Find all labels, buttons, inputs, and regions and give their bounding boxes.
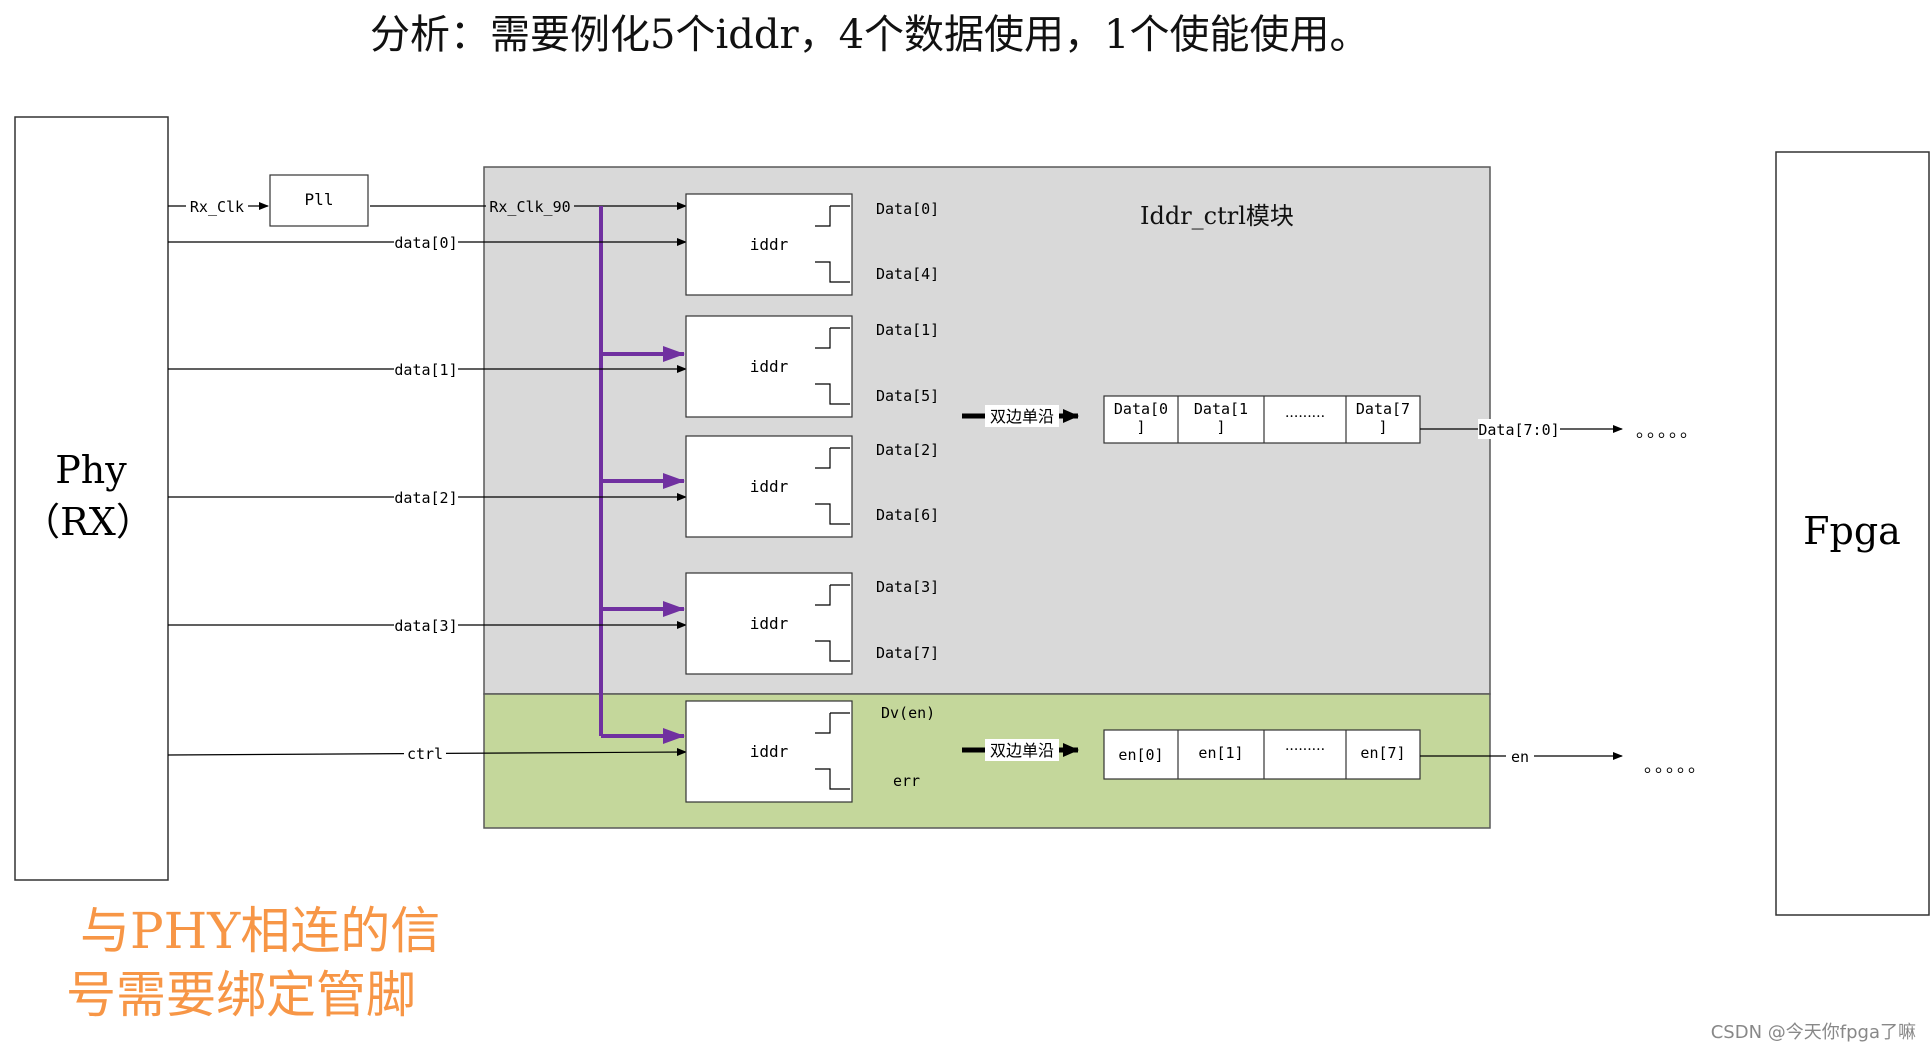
iddr-output-bottom: err [893,772,920,790]
iddr-label: iddr [750,235,789,254]
module-title: Iddr_ctrl模块 [1140,202,1294,230]
en-register [1103,729,1421,780]
pll-label: Pll [305,190,334,209]
page-title: 分析：需要例化5个iddr，4个数据使用，1个使能使用。 [370,12,1369,58]
iddr-output-bottom: Data[5] [876,387,939,405]
input-label-data2: data[2] [394,489,457,507]
en-register-cell-dots: ········· [1285,742,1325,758]
phy-label: Phy [55,448,127,492]
iddr-label: iddr [750,742,789,761]
cell-line: ] [1216,418,1225,436]
input-label-data1: data[1] [394,361,457,379]
iddr-output-top: Data[2] [876,441,939,459]
iddr-output-bottom: Data[7] [876,644,939,662]
rx-clk-90-label: Rx_Clk_90 [489,198,570,216]
pll-block [269,174,369,227]
iddr-output-top: Data[3] [876,578,939,596]
note-line-2: 号需要绑定管脚 [66,966,416,1024]
data-output-ellipsis: 。。。。。 [1636,421,1700,442]
en-output-label: en [1511,748,1529,766]
en-register-cell-0: en[0] [1118,746,1163,764]
input-label-data3: data[3] [394,617,457,635]
iddr-block-1: iddr [685,315,853,418]
en-output-ellipsis: 。。。。。 [1644,756,1708,777]
iddr-label: iddr [750,614,789,633]
iddr-output-top: Dv(en) [881,704,935,722]
fpga-label: Fpga [1803,509,1901,553]
iddr-output-top: Data[0] [876,200,939,218]
iddr-block-3: iddr [685,572,853,675]
iddr-label: iddr [750,357,789,376]
iddr-output-bottom: Data[6] [876,506,939,524]
data-register-cell-0: Data[0] [1114,400,1168,436]
cell-line: ] [1136,418,1145,436]
phy-block [14,116,169,881]
data-register-cell-7: Data[7] [1356,400,1410,436]
cell-line: Data[7 [1356,400,1410,418]
en-conversion-label: 双边单沿 [990,741,1054,760]
phy-rx-label: （RX） [22,500,154,544]
data-register [1103,395,1421,444]
iddr-block-2: iddr [685,435,853,538]
cell-line: Data[1 [1194,400,1248,418]
data-register-cell-1: Data[1] [1194,400,1248,436]
input-label-ctrl: ctrl [407,745,443,763]
csdn-watermark: CSDN @今天你fpga了嘛 [1711,1022,1916,1043]
cell-line: Data[0 [1114,400,1168,418]
iddr-output-top: Data[1] [876,321,939,339]
iddr-block-0: iddr [685,193,853,296]
rx-clk-label: Rx_Clk [190,198,244,216]
fpga-block [1775,151,1930,916]
input-label-data0: data[0] [394,234,457,252]
iddr-block-4: iddr [685,700,853,803]
en-register-cell-7: en[7] [1360,744,1405,762]
data-conversion-label: 双边单沿 [990,407,1054,426]
iddr-output-bottom: Data[4] [876,265,939,283]
data-output-label: Data[7:0] [1478,421,1559,439]
en-register-cell-1: en[1] [1198,744,1243,762]
data-register-cell-dots: ········· [1285,409,1325,425]
cell-line: ] [1378,418,1387,436]
iddr-label: iddr [750,477,789,496]
note-line-1: 与PHY相连的信 [80,902,440,960]
